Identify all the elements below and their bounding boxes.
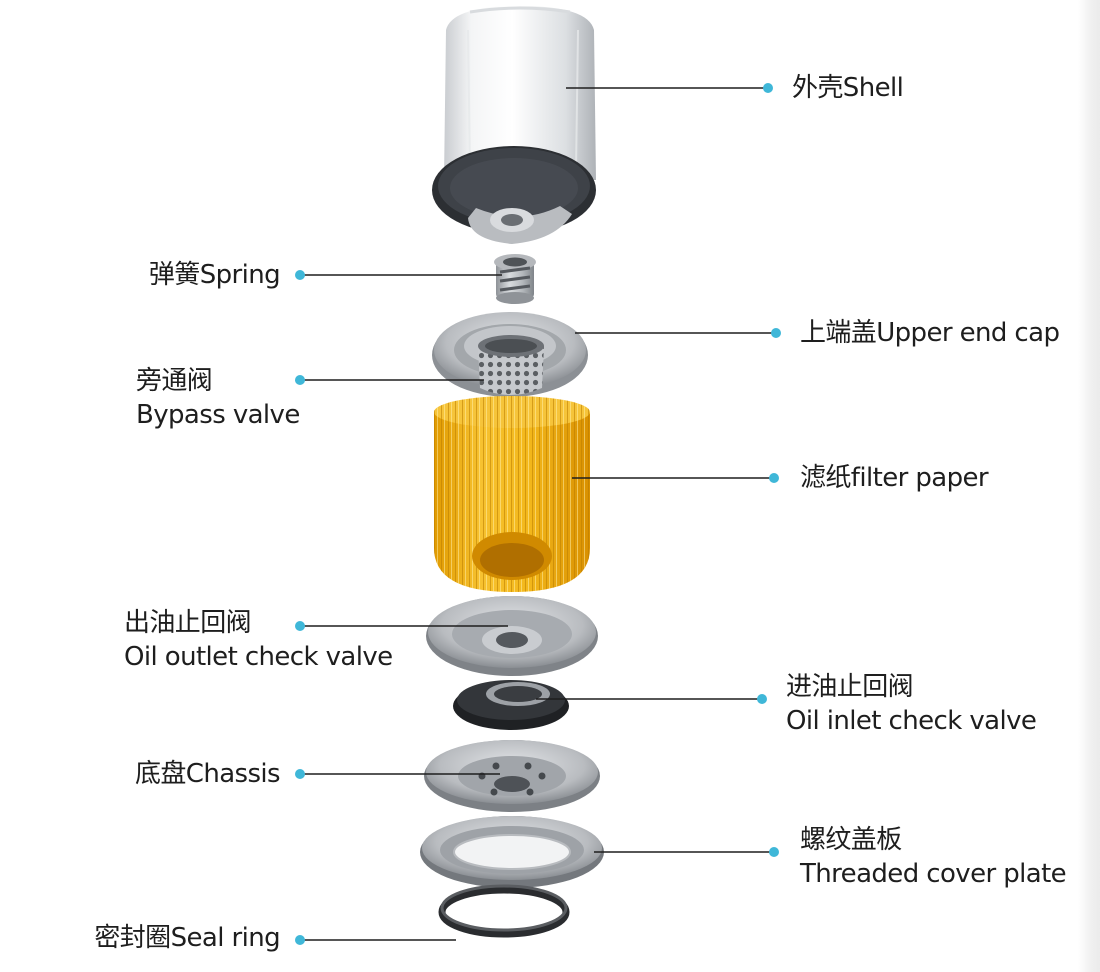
spring-icon [494,254,536,304]
label-threaded-cn: 螺纹盖板 [800,825,902,855]
pleated-filter-icon [434,396,590,592]
label-oil-outlet-en: Oil outlet check valve [124,642,393,672]
label-bypass-valve: 旁通阀 Bypass valve [136,364,300,432]
label-oil-outlet-cn: 出油止回阀 [124,608,252,638]
label-oil-inlet-en: Oil inlet check valve [786,706,1037,736]
label-seal-ring: 密封圈Seal ring [94,923,280,953]
label-bypass-valve-cn: 旁通阀 [136,366,213,396]
dot-shell [763,83,773,93]
leader-dots [295,83,781,945]
leader-lines [300,87,776,941]
gasket-icon [438,884,570,938]
dot-threaded [769,847,779,857]
label-shell: 外壳Shell [792,73,904,103]
base-plate-icon [424,740,600,812]
label-threaded-cover-plate: 螺纹盖板 Threaded cover plate [800,823,1067,891]
label-chassis: 底盘Chassis [134,759,281,789]
shell-icon [432,6,596,244]
dot-seal-ring [295,935,305,945]
dot-spring [295,270,305,280]
label-bypass-valve-en: Bypass valve [136,400,300,430]
disc-valve-icon [426,596,598,676]
dot-oil-inlet [757,694,767,704]
perforated-tube-icon [478,335,544,395]
rubber-valve-icon [453,680,569,730]
dot-filter-paper [769,473,779,483]
dot-upper-end-cap [771,328,781,338]
dot-oil-outlet [295,621,305,631]
right-edge-shade [1078,0,1100,972]
label-oil-outlet-check-valve: 出油止回阀 Oil outlet check valve [124,606,393,674]
label-oil-inlet-check-valve: 进油止回阀 Oil inlet check valve [786,670,1037,738]
label-oil-inlet-cn: 进油止回阀 [786,672,914,702]
dot-bypass-valve [295,375,305,385]
label-spring: 弹簧Spring [148,260,281,290]
threaded-plate-icon [420,816,604,888]
label-threaded-en: Threaded cover plate [800,859,1067,889]
label-upper-end-cap: 上端盖Upper end cap [800,318,1060,348]
dot-chassis [295,769,305,779]
label-filter-paper: 滤纸filter paper [800,463,989,493]
